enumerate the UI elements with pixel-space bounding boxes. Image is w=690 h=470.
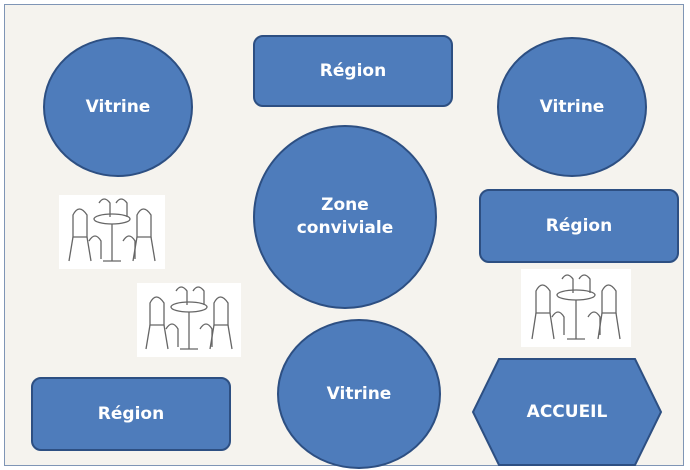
vitrine-top-left: Vitrine — [43, 37, 193, 177]
vitrine-bottom-label: Vitrine — [326, 383, 392, 404]
region-right-label: Région — [545, 215, 613, 236]
region-top-label: Région — [319, 60, 387, 81]
vitrine-bottom: Vitrine — [277, 319, 441, 469]
accueil-hexagon-shape — [471, 358, 663, 466]
table-chairs-icon — [521, 269, 631, 347]
floor-plan-frame: Vitrine Région Vitrine Zone conviviale R… — [4, 4, 684, 469]
region-top: Région — [253, 35, 453, 107]
vitrine-top-left-label: Vitrine — [85, 96, 151, 117]
vitrine-top-right-label: Vitrine — [539, 96, 605, 117]
region-bottom-left-label: Région — [97, 403, 165, 424]
table-chairs-icon — [59, 195, 165, 269]
zone-conviviale: Zone conviviale — [253, 125, 437, 309]
zone-conviviale-label: Zone conviviale — [296, 195, 394, 238]
region-bottom-left: Région — [31, 377, 231, 451]
accueil-hexagon: ACCUEIL — [471, 357, 663, 467]
table-chairs-icon — [137, 283, 241, 357]
region-right: Région — [479, 189, 679, 263]
accueil-label: ACCUEIL — [526, 402, 608, 422]
vitrine-top-right: Vitrine — [497, 37, 647, 177]
